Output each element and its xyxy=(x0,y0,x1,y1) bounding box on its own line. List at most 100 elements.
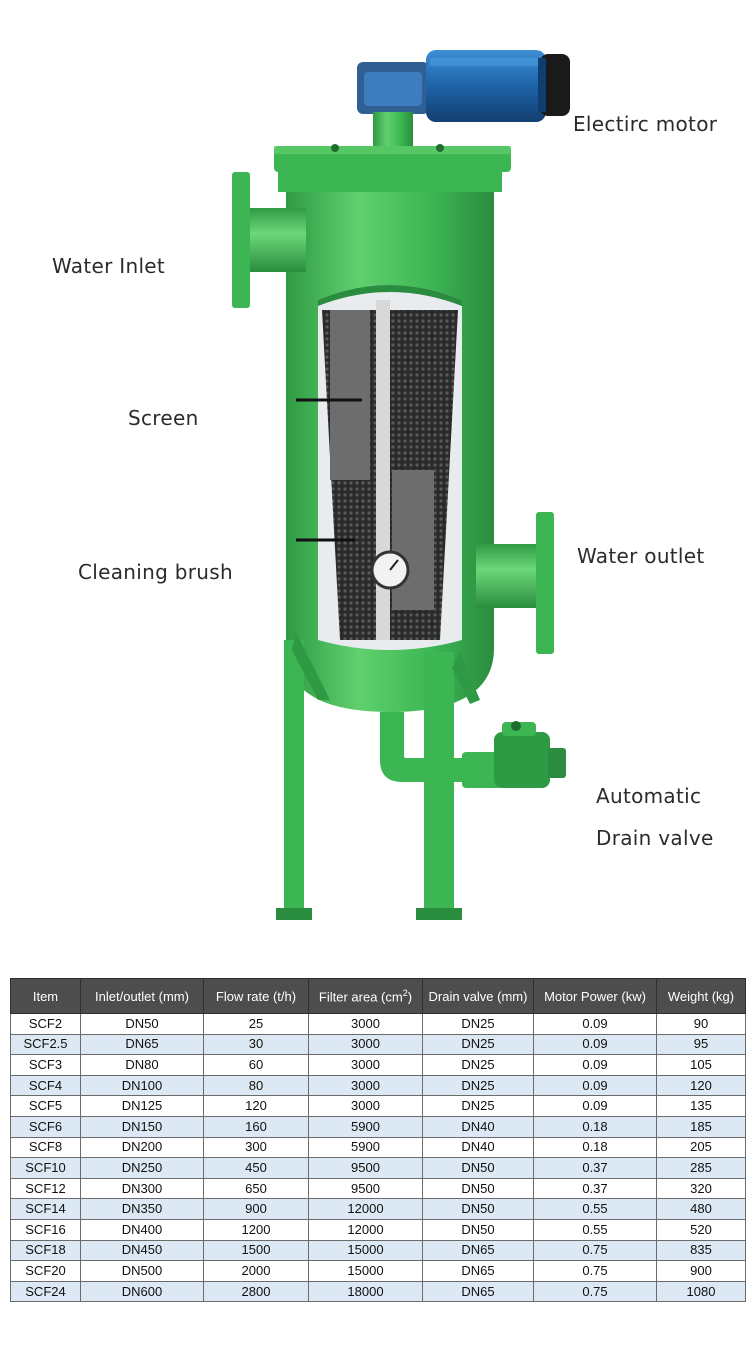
table-cell: 0.09 xyxy=(533,1095,657,1117)
table-cell: 5900 xyxy=(308,1136,423,1159)
table-cell: DN125 xyxy=(80,1095,204,1117)
table-cell: DN50 xyxy=(422,1218,534,1241)
table-cell: 90 xyxy=(656,1013,746,1035)
table-cell: DN25 xyxy=(422,1054,534,1076)
table-cell: DN100 xyxy=(80,1074,204,1097)
table-cell: DN200 xyxy=(80,1136,204,1159)
table-cell: 12000 xyxy=(308,1218,423,1241)
table-cell: SCF2.5 xyxy=(10,1033,81,1056)
support-legs xyxy=(276,632,480,920)
drain-label-line2: Drain valve xyxy=(596,826,714,850)
table-cell: DN50 xyxy=(422,1198,534,1220)
table-cell: SCF18 xyxy=(10,1239,81,1262)
table-cell: 120 xyxy=(203,1095,309,1117)
table-cell: 95 xyxy=(656,1033,746,1056)
table-cell: SCF2 xyxy=(10,1013,81,1035)
table-cell: 3000 xyxy=(308,1033,423,1056)
table-cell: SCF10 xyxy=(10,1157,81,1179)
table-cell: 3000 xyxy=(308,1074,423,1097)
table-cell: 9500 xyxy=(308,1157,423,1179)
table-cell: 900 xyxy=(203,1198,309,1220)
table-cell: DN65 xyxy=(80,1033,204,1056)
table-cell: 105 xyxy=(656,1054,746,1076)
table-cell: 185 xyxy=(656,1115,746,1138)
table-cell: 80 xyxy=(203,1074,309,1097)
table-cell: 480 xyxy=(656,1198,746,1220)
table-cell: 2000 xyxy=(203,1260,309,1282)
table-cell: DN25 xyxy=(422,1033,534,1056)
table-cell: DN65 xyxy=(422,1239,534,1262)
col-area: Filter area (cm2) xyxy=(308,978,423,1014)
table-cell: 160 xyxy=(203,1115,309,1138)
table-cell: 520 xyxy=(656,1218,746,1241)
table-cell: 300 xyxy=(203,1136,309,1159)
table-cell: SCF4 xyxy=(10,1074,81,1097)
water-outlet-pipe xyxy=(476,512,554,654)
table-cell: 15000 xyxy=(308,1239,423,1262)
table-cell: SCF24 xyxy=(10,1280,81,1303)
col-inlet: Inlet/outlet (mm) xyxy=(80,978,204,1014)
table-cell: 135 xyxy=(656,1095,746,1117)
table-cell: 320 xyxy=(656,1177,746,1200)
table-cell: 3000 xyxy=(308,1013,423,1035)
table-cell: 12000 xyxy=(308,1198,423,1220)
table-cell: DN25 xyxy=(422,1095,534,1117)
table-cell: 0.09 xyxy=(533,1074,657,1097)
col-item: Item xyxy=(10,978,81,1014)
table-cell: 285 xyxy=(656,1157,746,1179)
table-cell: 0.09 xyxy=(533,1033,657,1056)
table-cell: SCF3 xyxy=(10,1054,81,1076)
table-cell: DN50 xyxy=(80,1013,204,1035)
table-cell: 9500 xyxy=(308,1177,423,1200)
table-cell: 0.09 xyxy=(533,1054,657,1076)
table-cell: 25 xyxy=(203,1013,309,1035)
table-cell: 5900 xyxy=(308,1115,423,1138)
table-cell: DN50 xyxy=(422,1177,534,1200)
table-cell: DN350 xyxy=(80,1198,204,1220)
col-power: Motor Power (kw) xyxy=(533,978,657,1014)
table-cell: 0.09 xyxy=(533,1013,657,1035)
electric-motor xyxy=(357,50,570,146)
table-cell: DN500 xyxy=(80,1260,204,1282)
filter-diagram xyxy=(232,50,570,920)
outlet-label: Water outlet xyxy=(577,544,705,568)
inlet-label: Water Inlet xyxy=(52,254,166,278)
table-cell: DN450 xyxy=(80,1239,204,1262)
table-cell: 1500 xyxy=(203,1239,309,1262)
table-cell: 0.55 xyxy=(533,1198,657,1220)
table-cell: SCF16 xyxy=(10,1218,81,1241)
table-cell: DN250 xyxy=(80,1157,204,1179)
table-cell: 1200 xyxy=(203,1218,309,1241)
spec-table: Item Inlet/outlet (mm) Flow rate (t/h) F… xyxy=(10,978,746,1303)
col-drain: Drain valve (mm) xyxy=(422,978,534,1014)
col-flow: Flow rate (t/h) xyxy=(203,978,309,1014)
table-cell: DN150 xyxy=(80,1115,204,1138)
table-cell: DN40 xyxy=(422,1136,534,1159)
table-cell: SCF20 xyxy=(10,1260,81,1282)
table-cell: DN65 xyxy=(422,1260,534,1282)
table-cell: DN400 xyxy=(80,1218,204,1241)
col-weight: Weight (kg) xyxy=(656,978,746,1014)
table-cell: SCF12 xyxy=(10,1177,81,1200)
table-cell: DN50 xyxy=(422,1157,534,1179)
table-cell: 900 xyxy=(656,1260,746,1282)
table-cell: 1080 xyxy=(656,1280,746,1303)
table-cell: DN40 xyxy=(422,1115,534,1138)
table-cell: 30 xyxy=(203,1033,309,1056)
table-cell: DN25 xyxy=(422,1013,534,1035)
table-cell: 3000 xyxy=(308,1095,423,1117)
table-cell: 18000 xyxy=(308,1280,423,1303)
screen-label: Screen xyxy=(128,406,199,430)
table-cell: 650 xyxy=(203,1177,309,1200)
